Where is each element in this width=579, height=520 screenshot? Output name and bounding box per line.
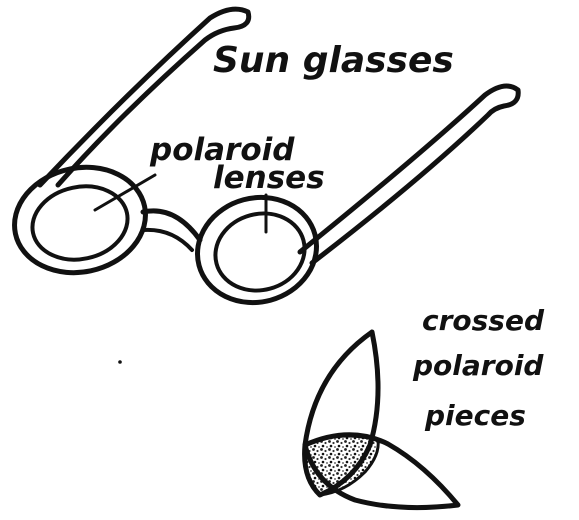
title-label: Sun glasses [213, 40, 454, 81]
left-lens [26, 178, 135, 268]
right-lens-frame-outer [186, 184, 329, 316]
left-lens-frame-outer [5, 155, 156, 284]
pieces-label-line2: polaroid [412, 349, 544, 382]
lenses-label-line2: lenses [213, 160, 325, 196]
pieces-label-line3: pieces [424, 399, 526, 432]
pieces-label-line1: crossed [422, 304, 545, 337]
nose-bridge-inner [143, 230, 192, 250]
stray-mark [118, 360, 122, 364]
right-temple-arm [300, 86, 518, 263]
